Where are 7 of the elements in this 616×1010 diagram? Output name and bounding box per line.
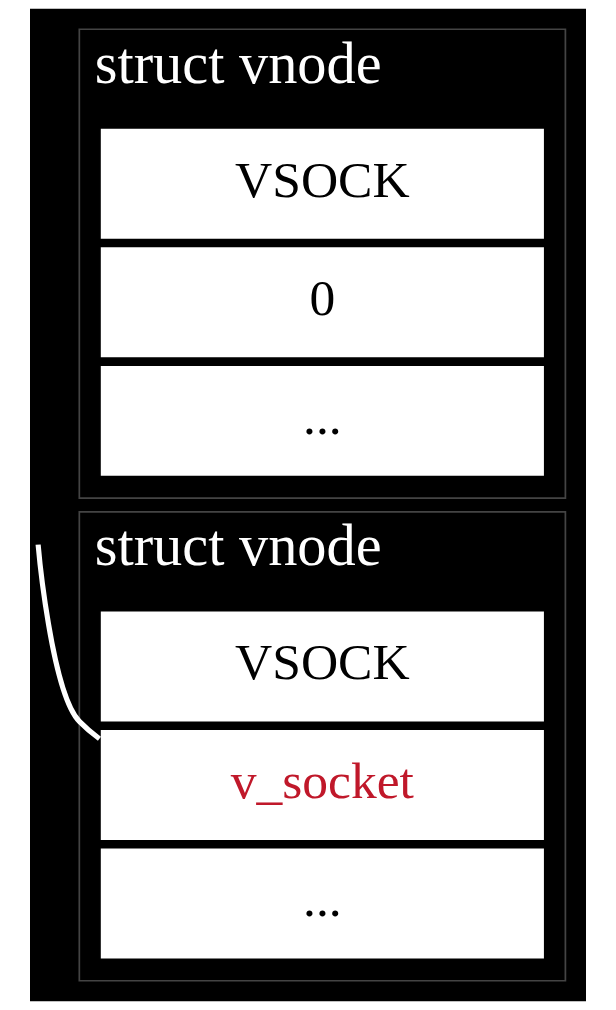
node-box: v_socket (99, 728, 546, 842)
node-box: 0 (99, 245, 546, 359)
node-box: VSOCK (99, 609, 546, 724)
connector (35, 544, 101, 741)
node-box: ... (99, 364, 546, 478)
node-box: VSOCK (99, 127, 546, 241)
node-box: ... (99, 846, 546, 961)
